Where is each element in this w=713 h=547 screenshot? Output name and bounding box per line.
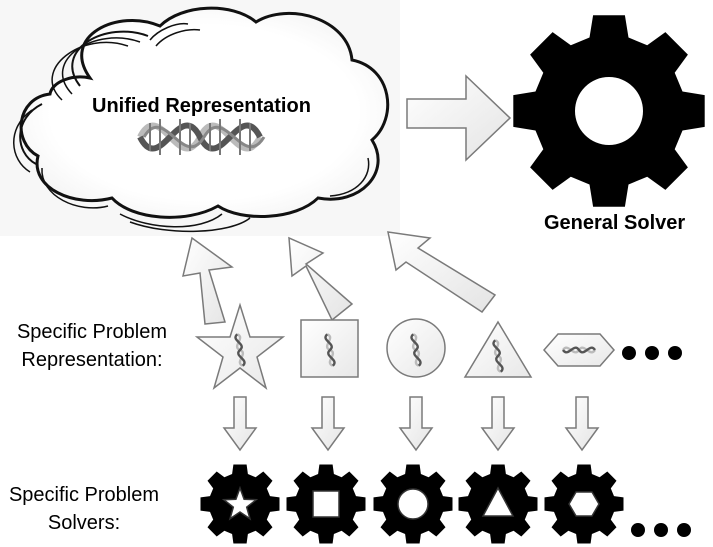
down-arrow [222, 396, 258, 452]
unified-representation-cloud [13, 6, 390, 233]
specific-solvers-label-line1: Specific Problem [8, 484, 160, 506]
down-arrow [480, 396, 516, 452]
down-arrow [310, 396, 346, 452]
specific-representation-label-line2: Representation: [21, 349, 163, 371]
down-arrow [564, 396, 600, 452]
small-dna-icon [234, 333, 246, 367]
solver-gear-hexagon-icon [544, 464, 624, 544]
specific-solvers-label-line2: Solvers: [47, 512, 121, 534]
general-solver-gear-icon [513, 15, 705, 207]
arrows-to-cloud [182, 231, 497, 325]
small-dna-icon [410, 333, 422, 367]
small-dna-icon [561, 346, 597, 354]
specific-solver-gears [200, 464, 624, 544]
representation-star [194, 302, 286, 390]
general-solver-gear [513, 15, 705, 207]
solver-gear-circle-icon [373, 464, 453, 544]
arrow-to-general-solver [406, 74, 512, 162]
solver-gear-star-icon [200, 464, 280, 544]
solver-ellipsis-icon [631, 523, 691, 537]
down-arrow [398, 396, 434, 452]
small-dna-icon [324, 333, 336, 367]
small-dna-icon [492, 339, 504, 373]
representation-ellipsis-icon [622, 346, 682, 360]
solver-gear-square-icon [286, 464, 366, 544]
representation-circle [386, 318, 446, 378]
down-arrows [222, 396, 600, 452]
dna-helix-icon [137, 119, 266, 155]
specific-representation-label-line1: Specific Problem [16, 321, 168, 343]
cloud-title: Unified Representation [92, 95, 311, 117]
solver-gear-triangle-icon [458, 464, 538, 544]
general-solver-label: General Solver [544, 212, 686, 234]
